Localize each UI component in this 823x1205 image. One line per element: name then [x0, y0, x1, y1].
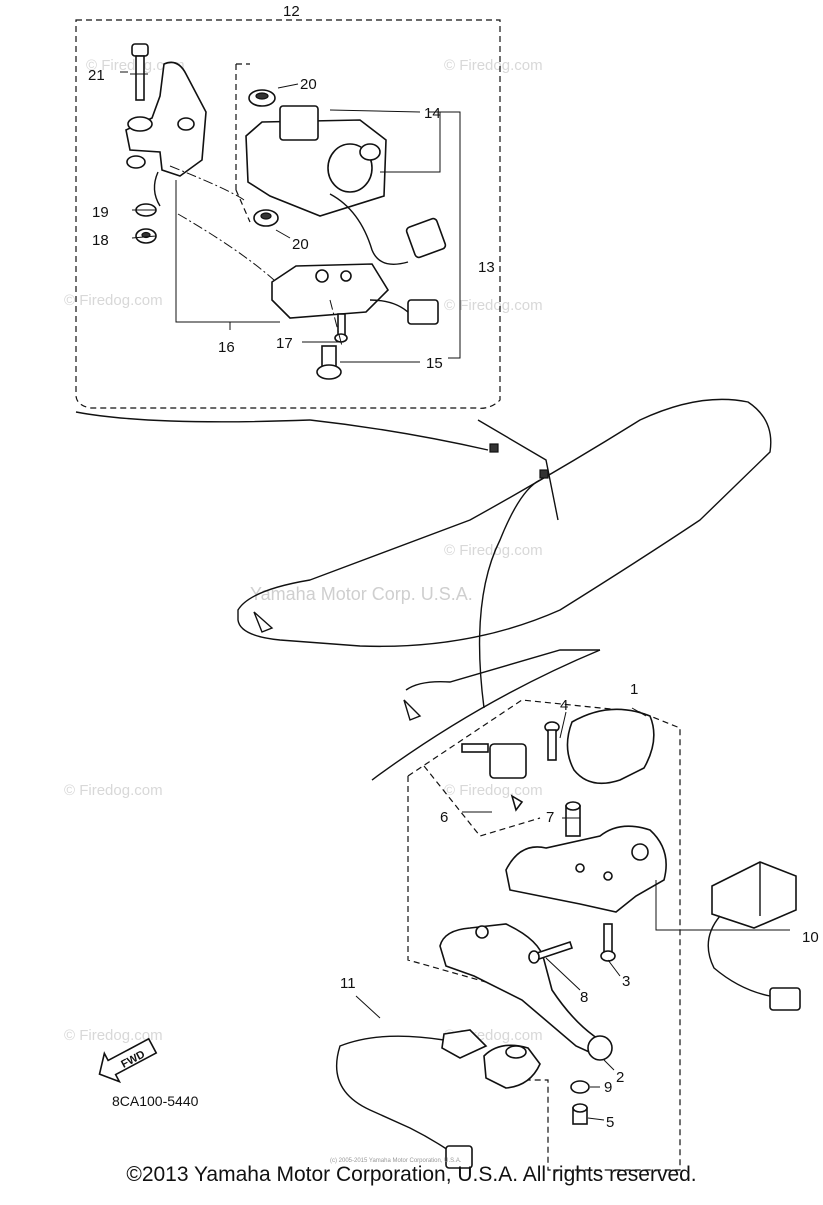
callout-16: 16: [218, 339, 235, 356]
watermark-text: © Firedog.com: [444, 57, 543, 74]
part-7: [565, 801, 581, 837]
harness-11: [336, 1029, 541, 1169]
switch-10: [707, 861, 801, 1011]
callout-9: 9: [604, 1079, 612, 1096]
callout-19: 19: [92, 204, 109, 221]
callout-3: 3: [622, 973, 630, 990]
nut-20-upper: [248, 89, 276, 107]
callout-12: 12: [283, 3, 300, 20]
callout-10: 10: [802, 929, 819, 946]
bolt-15: [316, 345, 342, 380]
part-code: 8CA100-5440: [112, 1093, 199, 1109]
screw-17: [334, 313, 348, 343]
nut-5: [572, 1103, 588, 1125]
housing-16: [271, 263, 439, 325]
callout-18: 18: [92, 232, 109, 249]
callout-13: 13: [478, 259, 495, 276]
callout-15: 15: [426, 355, 443, 372]
callout-17: 17: [276, 335, 293, 352]
lever-pad: [566, 708, 655, 785]
lower-assembly-box: [371, 649, 681, 1171]
part-6: [461, 743, 527, 812]
callout-1: 1: [630, 681, 638, 698]
fine-print: (c) 2005-2015 Yamaha Motor Corporation, …: [330, 1158, 462, 1164]
washer-9: [570, 1080, 590, 1094]
callout-7: 7: [546, 809, 554, 826]
callout-2: 2: [616, 1069, 624, 1086]
watermark-text: © Firedog.com: [444, 542, 543, 559]
nut-20-lower: [253, 209, 279, 227]
callout-14: 14: [424, 105, 441, 122]
watermark-text: © Firedog.com: [64, 292, 163, 309]
arrow-lower: [478, 479, 541, 709]
watermark-text: © Firedog.com: [444, 297, 543, 314]
lever-housing: [505, 825, 667, 913]
callout-20: 20: [292, 236, 309, 253]
brake-lever-2: [439, 923, 613, 1061]
watermark-manufacturer: Yamaha Motor Corp. U.S.A.: [250, 584, 473, 604]
upper-assembly-box: [75, 19, 501, 423]
arrow-upper: [309, 419, 489, 451]
copyright-notice: ©2013 Yamaha Motor Corporation, U.S.A. A…: [126, 1163, 697, 1186]
screw-3: [600, 923, 616, 962]
watermark-text: © Firedog.com: [64, 782, 163, 799]
relay-unit-14: [245, 105, 447, 265]
callout-4: 4: [560, 697, 568, 714]
callout-6: 6: [440, 809, 448, 826]
callout-8: 8: [580, 989, 588, 1006]
screw-8: [528, 940, 574, 964]
callout-5: 5: [606, 1114, 614, 1131]
callout-21: 21: [88, 67, 105, 84]
callout-labels: 12 21 20 14 19 18 20 13 16 17 15 1 4 6 7…: [88, 3, 819, 1131]
bracket: [125, 61, 207, 207]
callout-11: 11: [340, 975, 356, 992]
seat-outline: [237, 398, 772, 721]
screw-4: [544, 721, 560, 761]
watermark-text: © Firedog.com: [444, 782, 543, 799]
bolt-21: [131, 43, 149, 101]
callout-20: 20: [300, 76, 317, 93]
watermark-text: © Firedog.com: [64, 1027, 163, 1044]
